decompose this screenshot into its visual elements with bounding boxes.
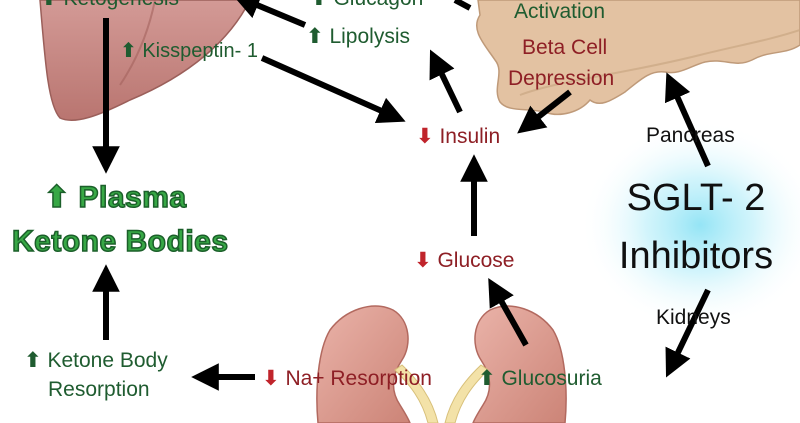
ketone-body-label: ⬆ Ketone Body <box>24 349 168 372</box>
arrow-sglt-to-kidneys <box>665 288 711 378</box>
kisspeptin-label: ⬆ Kisspeptin- 1 <box>120 40 258 62</box>
lipolysis-label: ⬆ Lipolysis <box>306 25 410 48</box>
arrow-glucagon-partial <box>453 0 472 11</box>
down-arrow-icon: ⬇ <box>416 125 434 148</box>
up-arrow-icon: ⬆ <box>310 0 328 10</box>
sglt2-title: SGLT- 2 <box>626 177 766 219</box>
liver-image <box>39 0 251 122</box>
up-arrow-icon: ⬆ <box>478 367 496 390</box>
glucosuria-label: ⬆ Glucosuria <box>478 367 602 390</box>
pancreas-label: Pancreas <box>646 124 735 147</box>
sglt2-glow <box>580 120 800 330</box>
right-kidney-image <box>472 305 567 423</box>
down-arrow-icon: ⬇ <box>262 367 280 390</box>
left-ureter <box>394 364 439 423</box>
arrow-sglt-to-pancreas <box>664 72 711 168</box>
inhibitors-title: Inhibitors <box>618 235 774 277</box>
glucagon-label: ⬆ Glucagon <box>310 0 423 11</box>
left-kidney-image <box>316 305 411 423</box>
arrow-kisspeptin-to-insulin <box>260 55 406 124</box>
right-ureter <box>444 364 489 423</box>
ketogenesis-label: ⬆ Ketogenesis <box>40 0 179 11</box>
activation-label: Activation <box>514 0 606 23</box>
arrow-insulin-to-lipolysis <box>429 49 463 114</box>
na-resorption-label: ⬇ Na+ Resorption <box>262 367 432 390</box>
glucose-label: ⬇ Glucose <box>414 249 515 272</box>
kidneys-label: Kidneys <box>656 306 731 329</box>
insulin-label: ⬇ Insulin <box>416 125 501 148</box>
pancreas-image <box>475 0 800 116</box>
down-arrow-icon: ⬇ <box>414 249 432 272</box>
ketone-bodies-label: Ketone Bodies <box>11 224 229 259</box>
up-arrow-icon: ⬆ <box>24 349 42 372</box>
up-arrow-icon: ⬆ <box>306 25 324 48</box>
up-arrow-icon: ⬆ <box>40 0 58 10</box>
beta-cell-label: Beta Cell <box>522 36 608 59</box>
depression-label: Depression <box>508 67 615 90</box>
arrow-glucosuria-to-glucose <box>488 277 529 347</box>
arrow-betacell-to-insulin <box>517 89 572 134</box>
resorption-label: Resorption <box>48 378 150 401</box>
plasma-label: ⬆ Plasma <box>43 180 187 215</box>
arrow-lipolysis-to-liver <box>232 0 307 28</box>
up-arrow-icon: ⬆ <box>43 180 70 215</box>
up-arrow-icon: ⬆ <box>120 40 137 62</box>
